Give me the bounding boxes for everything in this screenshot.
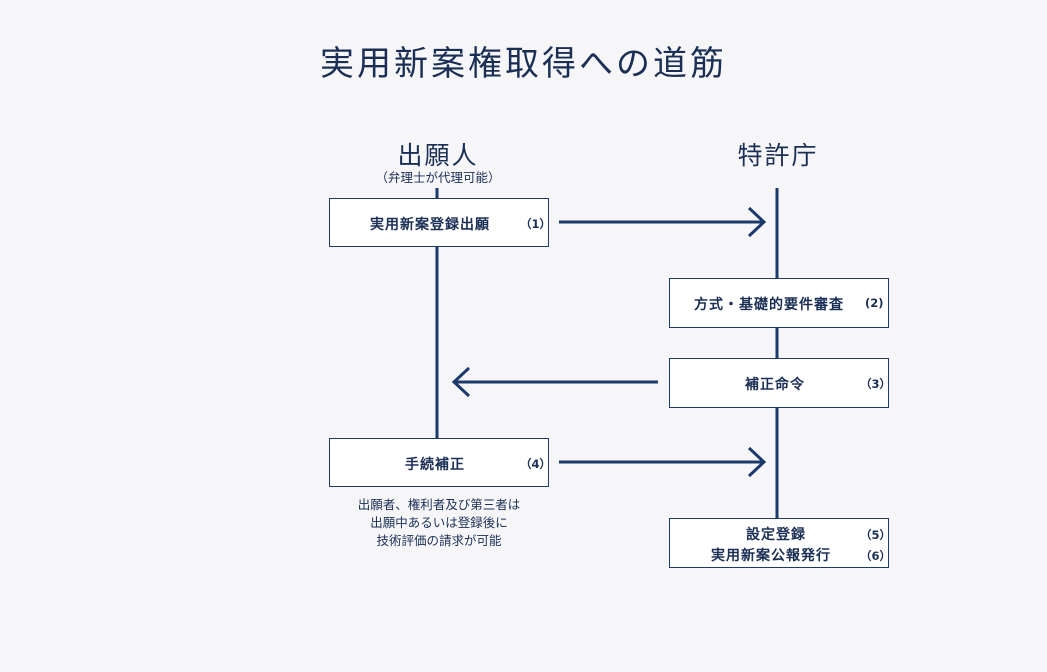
applicant-note: （弁理士が代理可能） [375, 170, 501, 185]
step-order-box: 補正命令 （3） [669, 358, 892, 408]
step-publication-label: 実用新案公報発行 [711, 548, 831, 564]
step-amendment-box: 手続補正 （4） [329, 438, 552, 487]
arrow-order-head [451, 366, 471, 398]
step-order-label: 補正命令 [745, 377, 805, 393]
arrow-application-head [747, 206, 767, 238]
arrow-amendment-head [747, 446, 767, 478]
step-amendment-num: （4） [520, 457, 552, 471]
page-title: 実用新案権取得への道筋 [320, 44, 727, 84]
applicant-heading: 出願人 [397, 141, 479, 170]
step-amendment-label: 手続補正 [405, 457, 465, 473]
evaluation-note-line: 出願中あるいは登録後に [370, 515, 508, 530]
evaluation-note-line: 技術評価の請求が可能 [376, 533, 502, 548]
step-registration-label: 設定登録 [746, 527, 806, 543]
step-registration-box: 設定登録 （5） 実用新案公報発行 （6） [669, 518, 892, 568]
step-registration-num: （5） [860, 528, 892, 542]
step-order-num: （3） [860, 377, 892, 391]
step-examination-num: (2) [865, 296, 884, 310]
step-application-box: 実用新案登録出願 （1） [329, 198, 552, 247]
step-examination-label: 方式・基礎的要件審査 [694, 297, 844, 313]
step-application-num: （1） [520, 217, 552, 231]
step-publication-num: （6） [860, 549, 892, 563]
office-heading: 特許庁 [737, 141, 819, 170]
evaluation-note-line: 出願者、権利者及び第三者は [357, 497, 521, 512]
step-application-label: 実用新案登録出願 [370, 217, 490, 233]
step-examination-box: 方式・基礎的要件審査 (2) [669, 278, 889, 328]
evaluation-note: 出願者、権利者及び第三者は 出願中あるいは登録後に 技術評価の請求が可能 [309, 496, 569, 550]
